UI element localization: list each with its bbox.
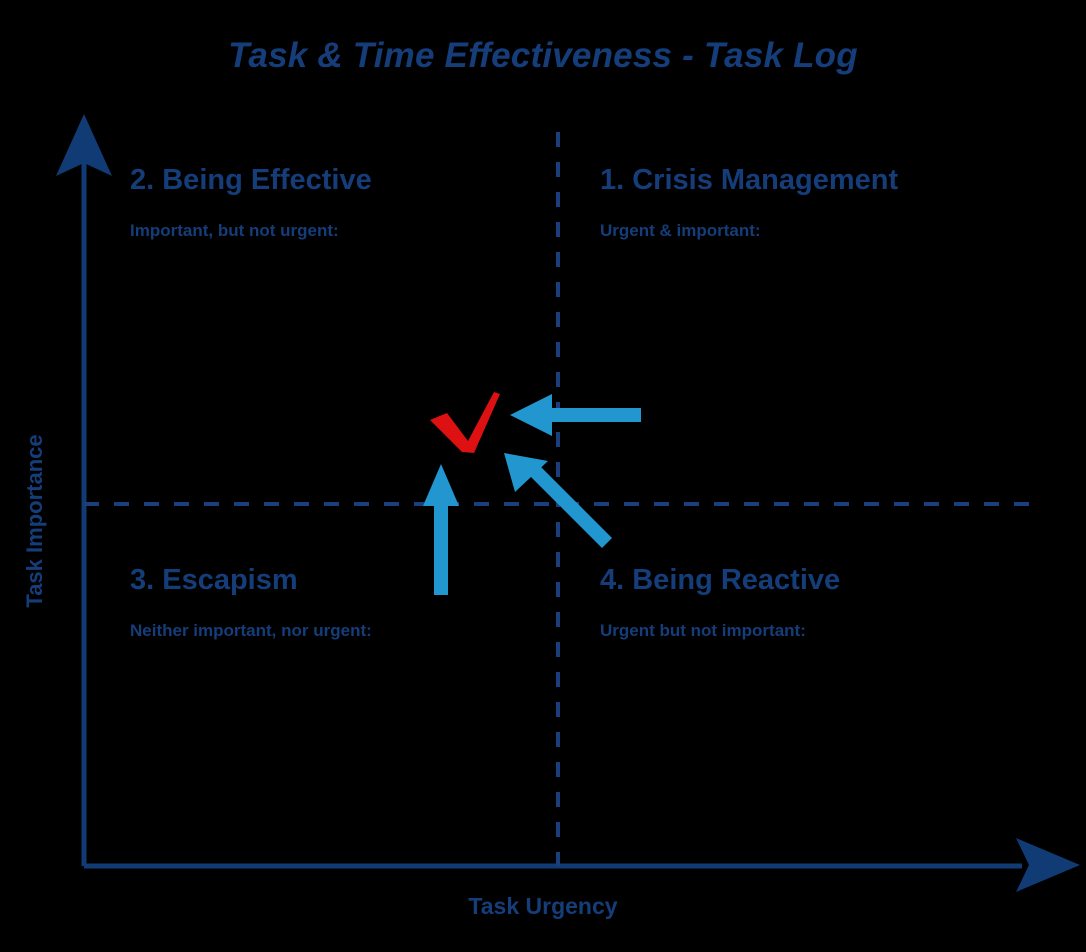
x-axis-arrowhead-icon bbox=[1016, 838, 1080, 892]
page-title: Task & Time Effectiveness - Task Log bbox=[228, 36, 858, 75]
quadrant-4-title: 4. Being Reactive bbox=[600, 564, 841, 596]
quadrant-4-subtitle: Urgent but not important: bbox=[600, 621, 806, 640]
arrow-from-being-reactive-icon bbox=[504, 453, 612, 548]
quadrant-1-subtitle: Urgent & important: bbox=[600, 221, 761, 240]
quadrant-being-effective: 2. Being Effective Important, but not ur… bbox=[130, 164, 372, 240]
arrow-from-escapism-icon bbox=[423, 464, 459, 595]
quadrant-being-reactive: 4. Being Reactive Urgent but not importa… bbox=[600, 564, 841, 640]
arrow-from-crisis-management-icon bbox=[510, 394, 641, 436]
x-axis-label: Task Urgency bbox=[468, 893, 618, 919]
y-axis-arrowhead-icon bbox=[56, 114, 112, 176]
red-check-mark-icon bbox=[430, 392, 500, 453]
quadrant-1-title: 1. Crisis Management bbox=[600, 164, 899, 196]
quadrant-escapism: 3. Escapism Neither important, nor urgen… bbox=[130, 564, 372, 640]
y-axis-label: Task Importance bbox=[22, 434, 47, 608]
quadrant-3-title: 3. Escapism bbox=[130, 564, 298, 596]
quadrant-crisis-management: 1. Crisis Management Urgent & important: bbox=[600, 164, 899, 240]
quadrant-2-title: 2. Being Effective bbox=[130, 164, 372, 196]
quadrant-2-subtitle: Important, but not urgent: bbox=[130, 221, 339, 240]
quadrant-3-subtitle: Neither important, nor urgent: bbox=[130, 621, 372, 640]
